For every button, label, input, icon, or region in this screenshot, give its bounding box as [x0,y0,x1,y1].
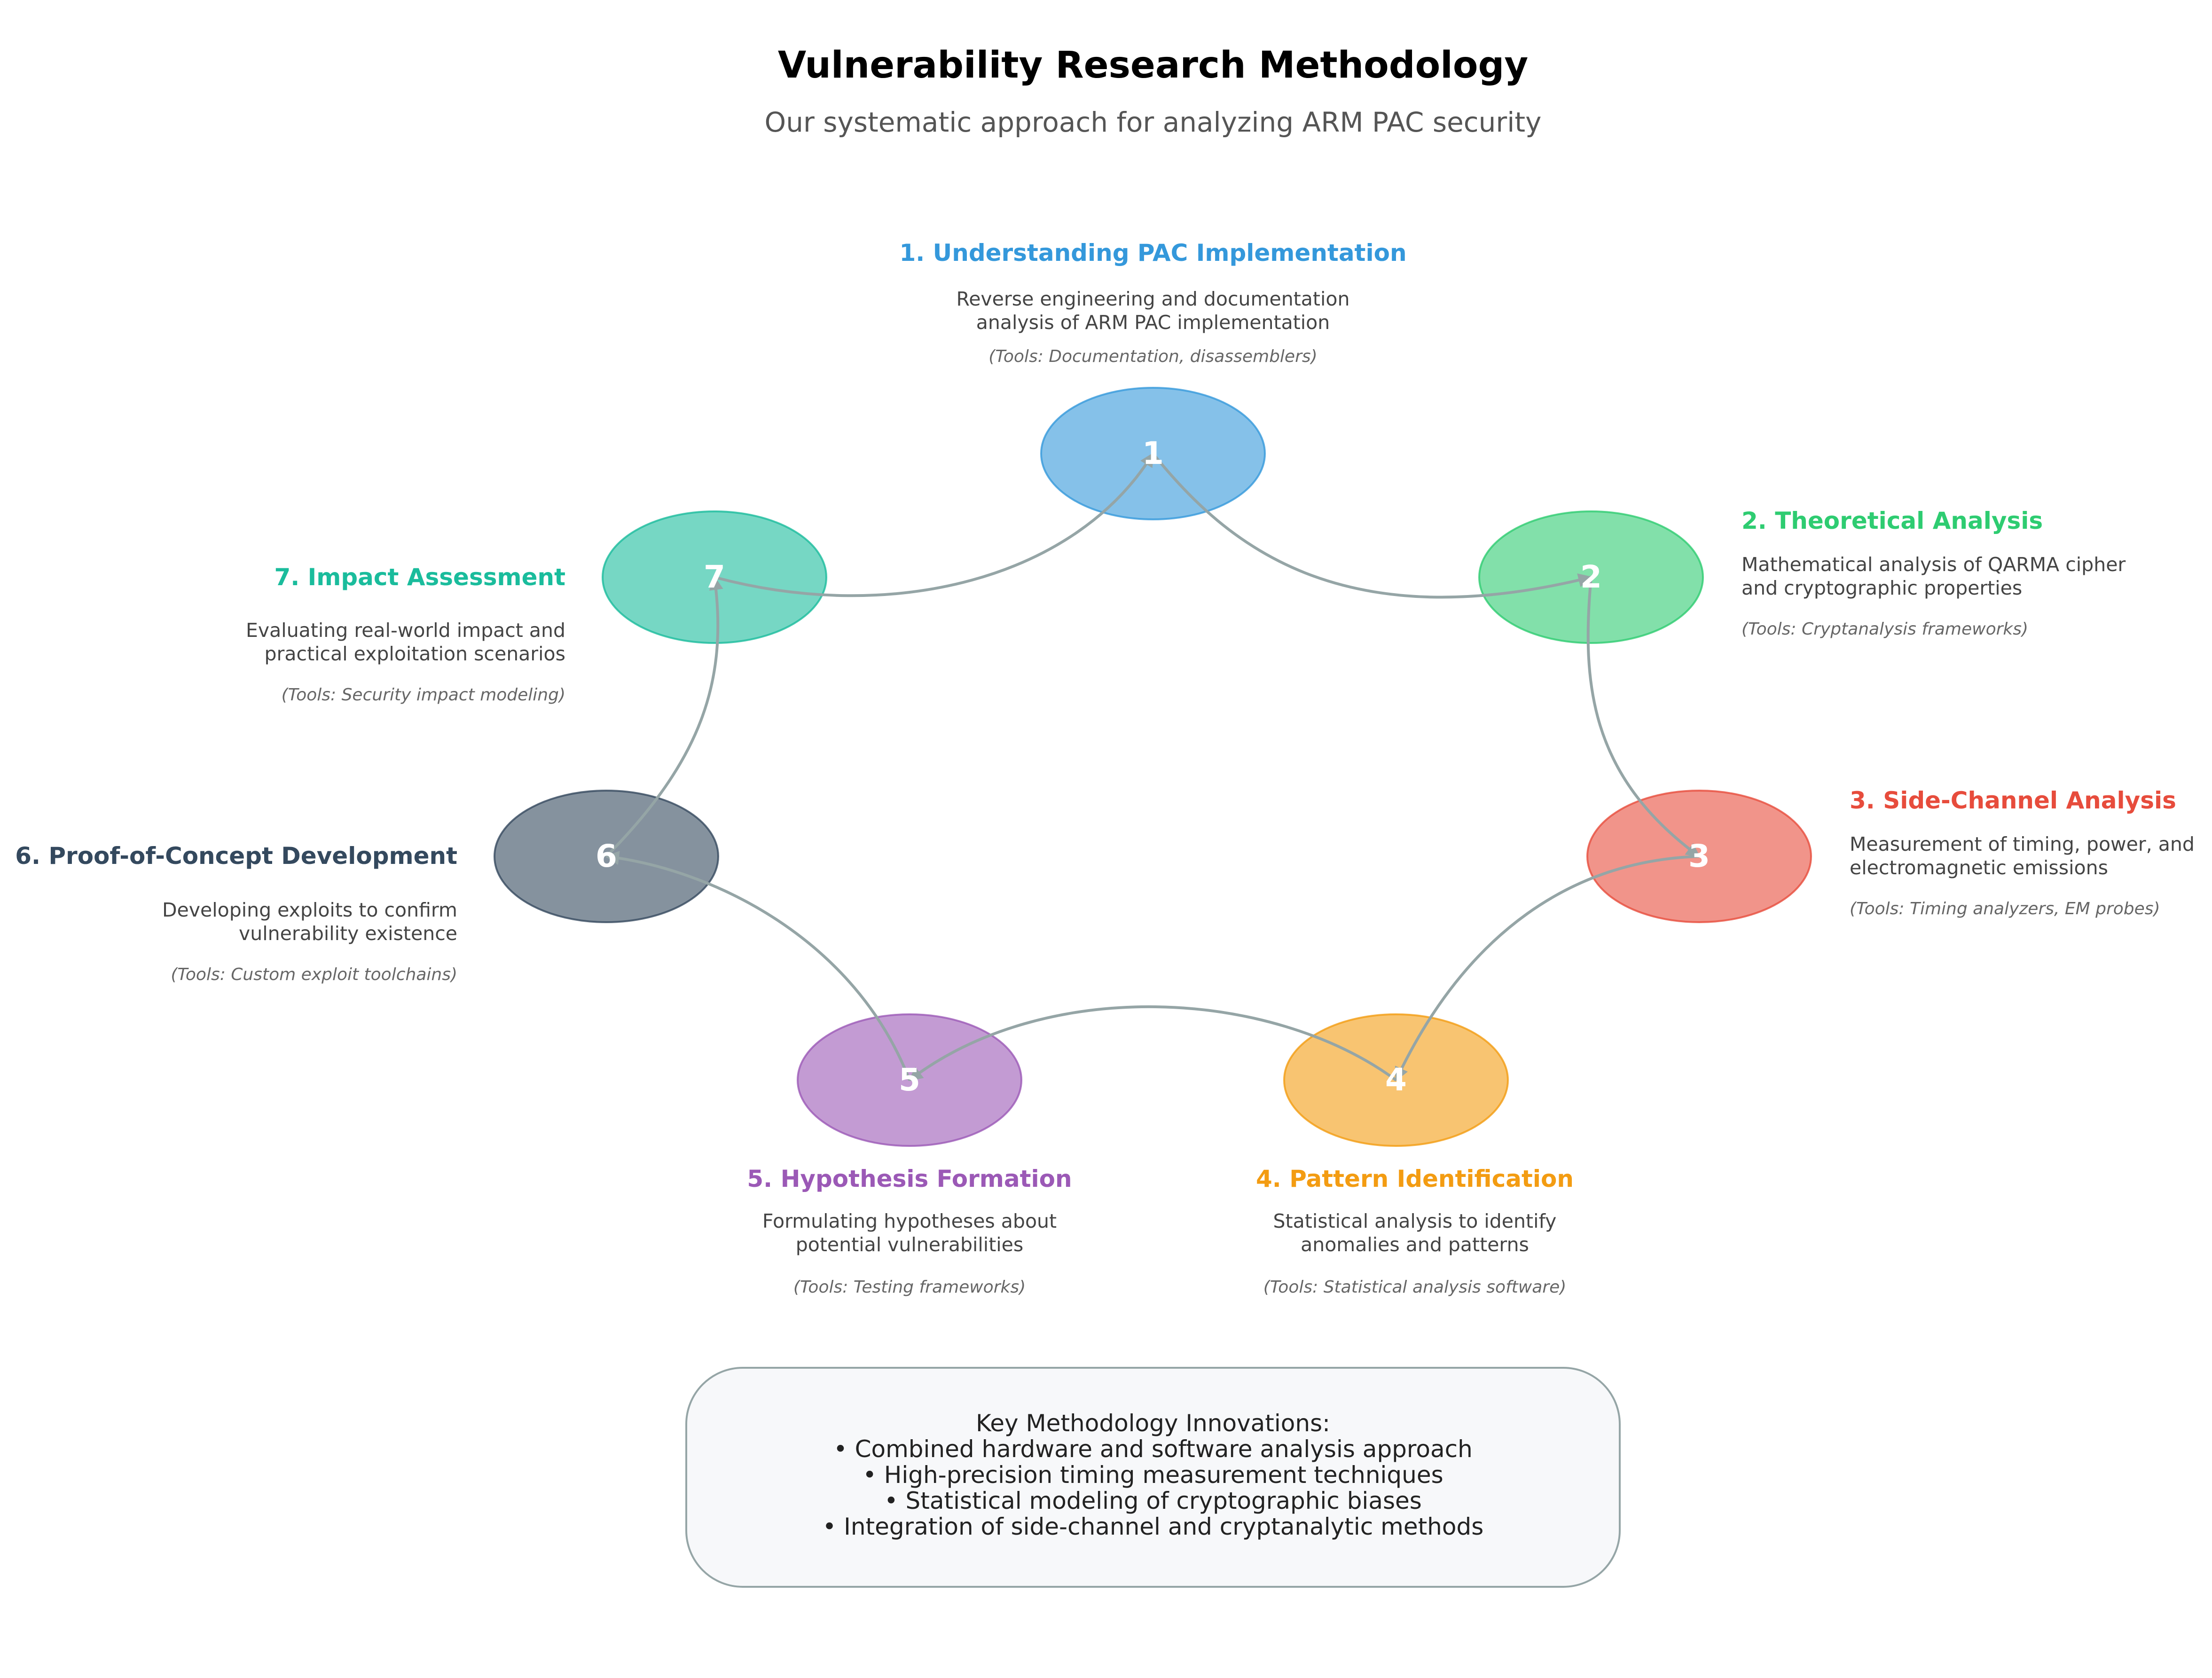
node-group [494,387,1812,1147]
step-tools-3: (Tools: Timing analyzers, EM probes) [1850,899,2160,918]
step-description-6: vulnerability existence [239,922,457,945]
label-group: 1 2 3 4 5 6 7 1. Understanding PAC Implementati… [15,239,2195,1297]
step-tools-2: (Tools: Cryptanalysis frameworks) [1741,619,2028,639]
step-title-1: 1. Understanding PAC Implementation [899,239,1406,267]
step-tools-4: (Tools: Statistical analysis software) [1263,1278,1567,1297]
connector-arrow-6-to-7 [605,576,723,858]
step-description-7: practical exploitation scenarios [265,643,565,665]
innovation-item: • Statistical modeling of cryptographic … [884,1487,1422,1514]
step-description-1: Reverse engineering and documentation [957,288,1350,310]
step-tools-1: (Tools: Documentation, disassemblers) [988,347,1317,366]
connector-arrow-5-to-6 [605,851,911,1081]
step-number-1: 1 [1142,435,1164,471]
innovation-item: • High-precision timing measurement tech… [863,1461,1443,1489]
step-title-3: 3. Side-Channel Analysis [1850,787,2176,814]
connector-arrow-2-to-3 [1586,577,1701,858]
step-title-6: 6. Proof-of-Concept Development [15,842,457,870]
innovations-heading: Key Methodology Innovations: [976,1410,1330,1437]
step-description-2: and cryptographic properties [1741,577,2022,599]
step-description-7: Evaluating real-world impact and [246,619,565,642]
step-number-6: 6 [596,838,617,874]
step-number-3: 3 [1688,838,1710,874]
connector-group [605,452,1701,1082]
step-title-5: 5. Hypothesis Formation [747,1165,1072,1192]
step-description-5: potential vulnerabilities [796,1233,1024,1256]
step-tools-5: (Tools: Testing frameworks) [793,1278,1026,1297]
innovation-item: • Integration of side-channel and crypta… [823,1513,1484,1540]
step-number-5: 5 [899,1062,920,1098]
innovation-item: • Combined hardware and software analysi… [833,1435,1473,1463]
step-description-4: Statistical analysis to identify [1273,1210,1557,1232]
step-title-7: 7. Impact Assessment [274,564,565,591]
connector-arrow-4-to-5 [908,1005,1397,1082]
step-number-2: 2 [1580,559,1602,595]
step-tools-6: (Tools: Custom exploit toolchains) [171,965,457,984]
step-title-2: 2. Theoretical Analysis [1741,507,2043,534]
step-description-3: electromagnetic emissions [1850,856,2108,879]
connector-arrow-3-to-4 [1395,855,1700,1082]
step-number-7: 7 [704,559,725,595]
page-subtitle: Our systematic approach for analyzing AR… [765,106,1542,138]
step-description-3: Measurement of timing, power, and [1850,833,2195,855]
innovations-box-frame [685,1367,1621,1588]
step-description-4: anomalies and patterns [1301,1233,1529,1256]
step-tools-7: (Tools: Security impact modeling) [282,685,565,705]
step-number-4: 4 [1385,1062,1407,1098]
step-description-1: analysis of ARM PAC implementation [976,311,1330,334]
step-title-4: 4. Pattern Identification [1256,1165,1574,1192]
step-description-5: Formulating hypotheses about [762,1210,1057,1232]
connector-arrow-7-to-1 [714,452,1154,597]
connector-arrow-1-to-2 [1152,453,1592,599]
page-title: Vulnerability Research Methodology [778,44,1528,86]
step-description-6: Developing exploits to confirm [162,899,457,921]
step-description-2: Mathematical analysis of QARMA cipher [1741,553,2126,576]
innovations-box: Key Methodology Innovations: • Combined … [685,1367,1621,1588]
